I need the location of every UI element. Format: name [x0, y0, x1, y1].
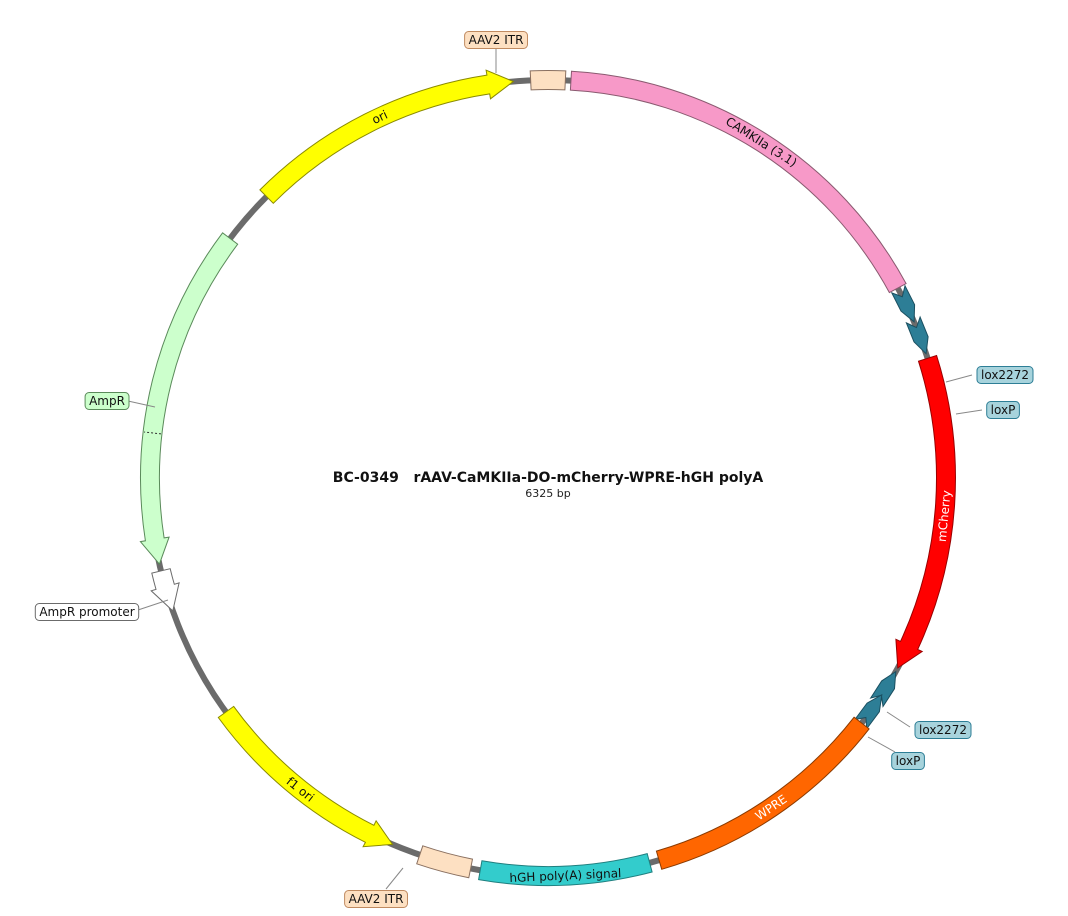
loxp-a-callout-label: loxP	[991, 403, 1016, 417]
lox2272-a-site-marker	[890, 284, 916, 323]
aav2-itr-top-shape	[529, 70, 567, 91]
callout-layer: AAV2 ITR lox2272 loxP lox2272 loxP AAV2 ITR Am…	[34, 31, 1034, 908]
lox2272-b-callout-leader	[886, 711, 911, 728]
lox2272-b-callout: lox2272	[886, 711, 972, 739]
mcherry-label: mCherry	[935, 490, 954, 543]
lox2272-b-callout-label: lox2272	[919, 723, 967, 737]
ori-shape	[259, 69, 515, 205]
plasmid-name: BC-0349 rAAV-CaMKIIa-DO-mCherry-WPRE-hGH…	[333, 470, 764, 486]
plasmid-length: 6325 bp	[525, 487, 570, 500]
mcherry-feature: mCherry	[895, 354, 956, 669]
loxp-a-callout-leader	[955, 409, 983, 415]
hgh-polya-shape	[478, 852, 653, 886]
ampr-feature	[139, 232, 239, 566]
ampr-divider	[144, 431, 162, 435]
loxp-b-callout: loxP	[867, 736, 925, 770]
loxp-b-site-marker	[853, 693, 883, 731]
wpre-shape	[655, 716, 870, 870]
aav2-itr-top-feature	[529, 70, 567, 91]
loxp-a-feature	[905, 315, 929, 355]
lox2272-a-callout-leader	[945, 374, 973, 383]
aav2-itr-top-callout-box	[464, 31, 529, 49]
aav2-itr-bottom-callout: AAV2 ITR	[344, 867, 409, 908]
ampr-callout-box	[84, 392, 130, 410]
f1-ori-feature: f1 ori	[217, 705, 394, 848]
ori-feature: ori	[259, 69, 515, 205]
loxp-a-callout-box	[986, 401, 1020, 419]
loxp-b-feature	[853, 693, 883, 731]
ampr-shape	[139, 232, 239, 566]
ampr-callout: AmpR	[84, 392, 156, 410]
ampr-promoter-shape	[150, 568, 180, 612]
lox2272-a-callout: lox2272	[945, 366, 1034, 384]
hgh-polya-feature: hGH poly(A) signal	[478, 852, 653, 886]
lox2272-b-callout-box	[914, 721, 972, 739]
ampr-callout-leader	[127, 400, 156, 408]
ampr-promoter-callout-label: AmpR promoter	[39, 605, 134, 619]
lox2272-a-callout-box	[976, 366, 1034, 384]
loxp-b-callout-label: loxP	[896, 754, 921, 768]
camkiia-shape	[569, 70, 907, 294]
aav2-itr-bottom-callout-leader	[385, 867, 404, 890]
loxp-a-callout: loxP	[955, 401, 1020, 419]
aav2-itr-bottom-shape	[416, 845, 474, 879]
aav2-itr-bottom-callout-box	[344, 890, 409, 908]
ampr-promoter-callout: AmpR promoter	[34, 599, 169, 621]
camkiia-feature: CAMKIIa (3.1)	[569, 70, 907, 294]
aav2-itr-top-callout-label: AAV2 ITR	[469, 33, 524, 47]
hgh-polya-label: hGH poly(A) signal	[509, 866, 622, 885]
ori-label: ori	[370, 108, 390, 127]
ampr-callout-label: AmpR	[89, 394, 125, 408]
aav2-itr-bottom-callout-label: AAV2 ITR	[349, 892, 404, 906]
mcherry-shape	[895, 354, 956, 669]
loxp-b-callout-leader	[867, 736, 896, 753]
aav2-itr-top-callout: AAV2 ITR	[464, 31, 529, 73]
aav2-itr-bottom-feature	[416, 845, 474, 879]
lox2272-a-feature	[890, 284, 916, 323]
ampr-promoter-feature	[150, 568, 180, 612]
loxp-a-site-marker	[905, 315, 929, 355]
ampr-promoter-callout-leader	[137, 599, 169, 611]
f1-ori-shape	[217, 705, 394, 848]
camkiia-label: CAMKIIa (3.1)	[723, 114, 799, 169]
lox2272-a-callout-label: lox2272	[981, 368, 1029, 382]
wpre-feature: WPRE	[655, 716, 870, 870]
ampr-promoter-callout-box	[34, 603, 140, 621]
loxp-b-callout-box	[891, 752, 925, 770]
